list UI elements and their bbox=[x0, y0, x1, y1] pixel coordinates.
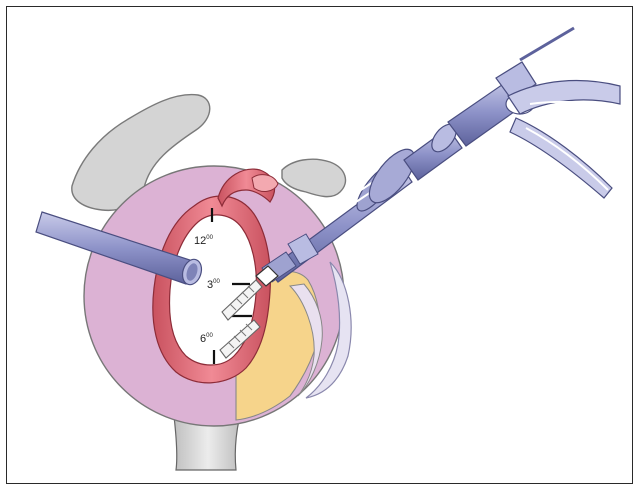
instrument-collar bbox=[351, 142, 423, 216]
biceps-anchor bbox=[252, 175, 278, 192]
instrument-handle bbox=[508, 81, 620, 198]
